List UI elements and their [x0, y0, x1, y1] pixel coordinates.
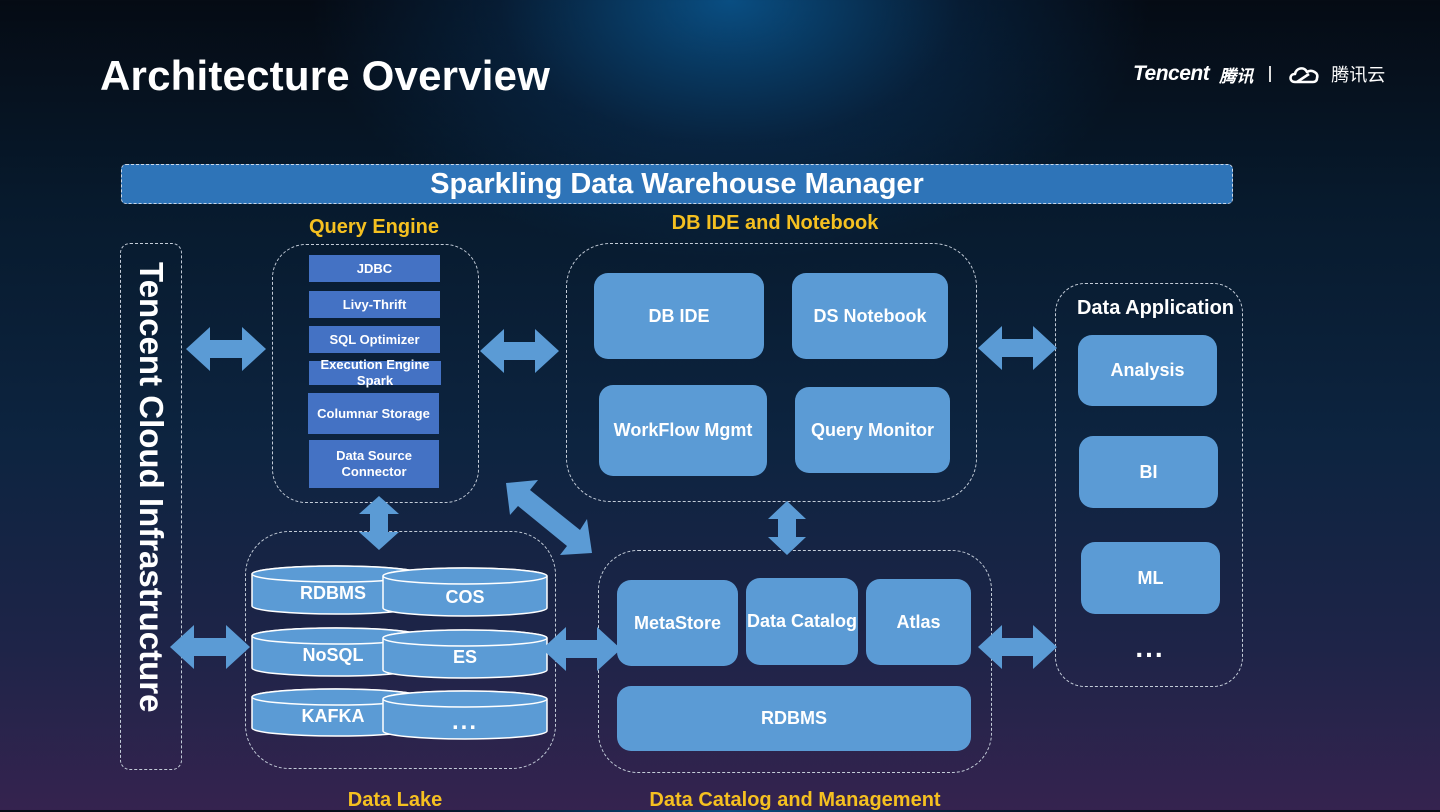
arrow-infra-queryengine: [186, 327, 266, 371]
lake-es-label: ES: [452, 647, 477, 667]
arrow-queryengine-dbide: [480, 329, 559, 373]
cloud-icon: [1289, 67, 1319, 84]
workflow-mgmt-box: WorkFlow Mgmt: [599, 385, 767, 476]
tencent-logo: Tencent 腾讯 腾讯云: [1133, 60, 1385, 88]
arrow-queryengine-datalake: [359, 496, 399, 550]
lake-kafka-label: KAFKA: [301, 706, 365, 726]
db-ide-container: [566, 243, 977, 502]
atlas-box: Atlas: [866, 579, 971, 665]
lake-cos-label: COS: [445, 587, 485, 607]
analysis-box: Analysis: [1078, 335, 1217, 406]
logo-brand-cn: 腾讯: [1219, 66, 1254, 86]
arrow-dbide-catalog: [768, 501, 806, 555]
arrow-dbide-application: [978, 326, 1057, 370]
query-engine-label: Query Engine: [308, 216, 440, 238]
arrow-infra-datalake: [170, 625, 250, 669]
db-ide-box: DB IDE: [594, 273, 764, 359]
lake-more-label: ...: [451, 708, 478, 735]
qe-columnar-storage: Columnar Storage: [308, 393, 439, 434]
data-lake-cylinders: [251, 565, 548, 740]
data-lake-label: Data Lake: [347, 789, 443, 811]
logo-cloud-cn: 腾讯云: [1331, 65, 1386, 85]
arrow-datalake-catalog: [542, 627, 621, 671]
ml-box: ML: [1081, 542, 1220, 614]
qe-execution-engine: Execution Engine Spark: [309, 357, 441, 388]
data-application-label: Data Application: [1076, 297, 1235, 319]
lake-nosql-label: NoSQL: [302, 645, 364, 665]
db-ide-label: DB IDE and Notebook: [671, 212, 879, 234]
page-title: Architecture Overview: [100, 52, 551, 99]
arrow-queryengine-catalog: [506, 480, 592, 555]
bi-box: BI: [1079, 436, 1218, 508]
data-application-container: [1055, 283, 1243, 687]
infrastructure-label: Tencent Cloud Infrastructure: [133, 262, 170, 713]
data-catalog-label: Data Catalog and Management: [649, 789, 941, 811]
qe-sql-optimizer: SQL Optimizer: [309, 326, 440, 353]
data-application-more: ...: [1135, 632, 1165, 663]
qe-jdbc: JDBC: [309, 255, 440, 282]
ds-notebook-box: DS Notebook: [792, 273, 948, 359]
qe-data-source-connector: Data Source Connector: [309, 440, 439, 488]
catalog-rdbms-box: RDBMS: [617, 686, 971, 751]
lake-rdbms-label: RDBMS: [300, 583, 366, 603]
metastore-box: MetaStore: [617, 580, 738, 666]
warehouse-manager-banner: Sparkling Data Warehouse Manager: [121, 164, 1233, 204]
logo-divider: [1269, 66, 1272, 82]
infrastructure-container: [120, 243, 182, 770]
qe-livy-thrift: Livy-Thrift: [309, 291, 440, 318]
arrow-catalog-application: [978, 625, 1057, 669]
query-monitor-box: Query Monitor: [795, 387, 950, 473]
data-catalog-box: Data Catalog: [746, 578, 858, 665]
logo-brand: Tencent: [1133, 62, 1210, 85]
